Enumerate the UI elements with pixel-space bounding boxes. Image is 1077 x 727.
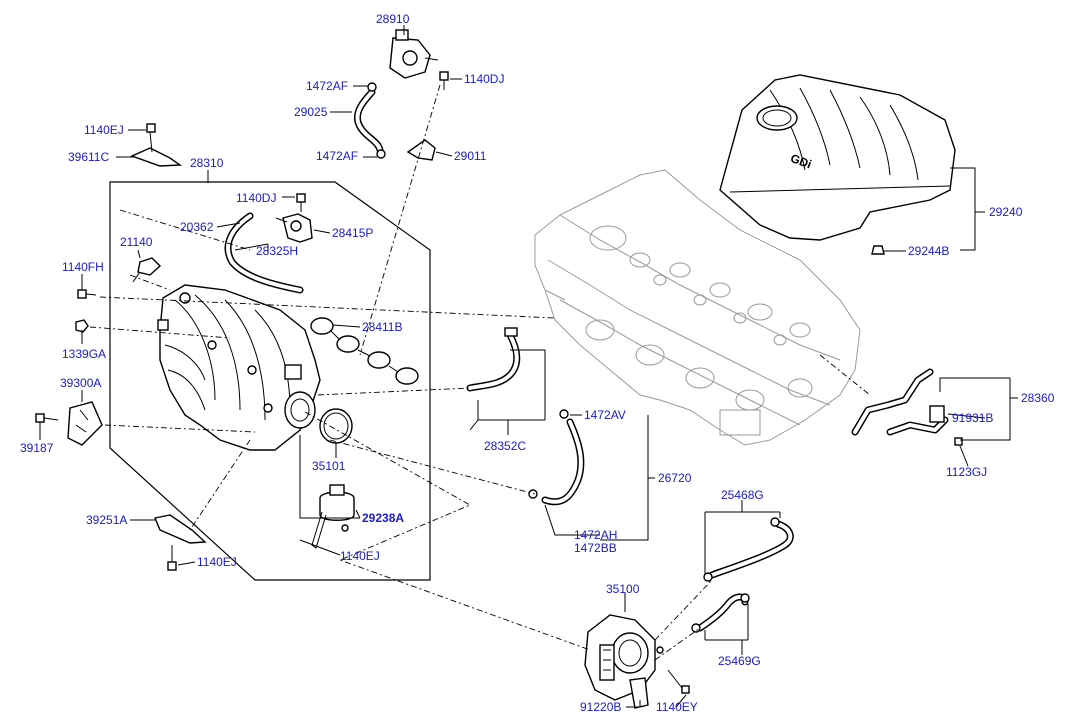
hose-26720[interactable] [541,418,585,506]
label-1339GA[interactable]: 1339GA [62,347,106,361]
label-28325H[interactable]: 28325H [256,244,298,258]
label-1140FH[interactable]: 1140FH [62,260,104,274]
bolt-39187[interactable] [35,413,59,423]
clamp-1472AF-top[interactable] [367,82,377,92]
hose-28352C[interactable] [466,327,521,392]
label-35101[interactable]: 35101 [312,459,346,473]
label-39251A[interactable]: 39251A [86,513,127,527]
throttle-body-gasket[interactable] [319,408,353,444]
label-1140EY[interactable]: 1140EY [656,700,698,714]
hose-25468G[interactable] [708,520,794,579]
bolt-1140FH[interactable] [77,289,97,299]
clamp-1472AH[interactable] [528,489,538,499]
leader-lines [39,25,1018,708]
clamp-25469G-a[interactable] [740,593,750,603]
vacuum-actuator[interactable] [311,484,355,549]
label-26720[interactable]: 26720 [658,471,692,485]
bolt-1140DJ-top[interactable] [439,71,449,90]
label-1123GJ[interactable]: 1123GJ [946,465,987,479]
label-29011[interactable]: 29011 [454,149,487,163]
label-91220B[interactable]: 91220B [580,700,621,714]
label-35100[interactable]: 35100 [606,582,640,596]
label-1472AV[interactable]: 1472AV [584,408,626,422]
label-28415P[interactable]: 28415P [332,226,373,240]
label-91931B[interactable]: 91931B [952,411,993,425]
pipe-assy-28360[interactable] [851,368,949,436]
label-29240[interactable]: 29240 [989,205,1023,219]
label-1140EJ-mid[interactable]: 1140EJ [340,549,380,563]
label-28310[interactable]: 28310 [190,156,224,170]
bracket-39251A[interactable] [154,514,207,571]
intake-manifold[interactable] [157,284,321,451]
nut-1339GA[interactable] [75,319,89,333]
label-28352C[interactable]: 28352C [484,439,526,453]
label-21140[interactable]: 21140 [120,235,153,249]
label-1140DJ-top[interactable]: 1140DJ [464,72,504,86]
label-28411B[interactable]: 28411B [362,320,402,334]
engine-cover[interactable]: GDi [719,74,956,255]
part-labels: 28910 1472AF 1140DJ 29025 1472AF 29011 1… [20,12,1055,714]
label-28910[interactable]: 28910 [376,12,410,26]
label-39300A[interactable]: 39300A [60,376,101,390]
label-1140EJ-topleft[interactable]: 1140EJ [84,123,124,137]
label-1472AF-bottom[interactable]: 1472AF [316,149,358,163]
clamp-1472AF-bottom[interactable] [376,149,386,159]
clamp-25468G-a[interactable] [770,517,780,527]
manifold-gasket[interactable] [310,317,419,385]
label-20362[interactable]: 20362 [180,220,214,234]
label-28360[interactable]: 28360 [1021,391,1055,405]
label-1140EJ-bottom[interactable]: 1140EJ [197,555,237,569]
label-39187[interactable]: 39187 [20,441,54,455]
cover-retainer-29244B[interactable] [871,245,885,255]
bolt-1140DJ-mid[interactable] [296,193,306,212]
label-25468G[interactable]: 25468G [721,488,764,502]
assembly-28310-frame [109,181,431,581]
label-29238A[interactable]: 29238A [362,511,404,525]
vacuum-hose-20362[interactable] [224,212,304,294]
label-29025[interactable]: 29025 [294,105,328,119]
phantom-lines [89,84,871,661]
clamp-25469G-b[interactable] [691,623,701,633]
label-1140DJ-mid[interactable]: 1140DJ [236,191,276,205]
clamp-1472AV[interactable] [559,409,569,419]
bolt-1123GJ[interactable] [954,437,963,446]
hose-25469G[interactable] [696,593,749,632]
label-1472AF-top[interactable]: 1472AF [306,79,348,93]
label-39611C[interactable]: 39611C [68,150,109,164]
bracket-39611C[interactable] [130,123,183,167]
throttle-body[interactable] [584,614,664,701]
map-sensor-39300A[interactable] [67,401,103,446]
purge-control-valve[interactable] [389,29,439,79]
label-1472AH[interactable]: 1472AH [574,528,617,542]
gdi-logo: GDi [789,151,814,171]
clamp-25468G-b[interactable] [703,572,713,582]
sensor-21140[interactable] [132,257,162,283]
engine-cylinder-head [534,169,861,446]
tps-sensor-91220B[interactable] [629,677,649,709]
label-25469G[interactable]: 25469G [718,654,761,668]
bolt-1140EY[interactable] [667,669,690,694]
purge-hose-29025[interactable] [353,88,384,154]
label-29244B[interactable]: 29244B [908,244,949,258]
label-1472BB[interactable]: 1472BB [574,541,617,555]
bracket-29011[interactable] [406,139,436,161]
pcv-valve-28415P[interactable] [275,213,313,243]
